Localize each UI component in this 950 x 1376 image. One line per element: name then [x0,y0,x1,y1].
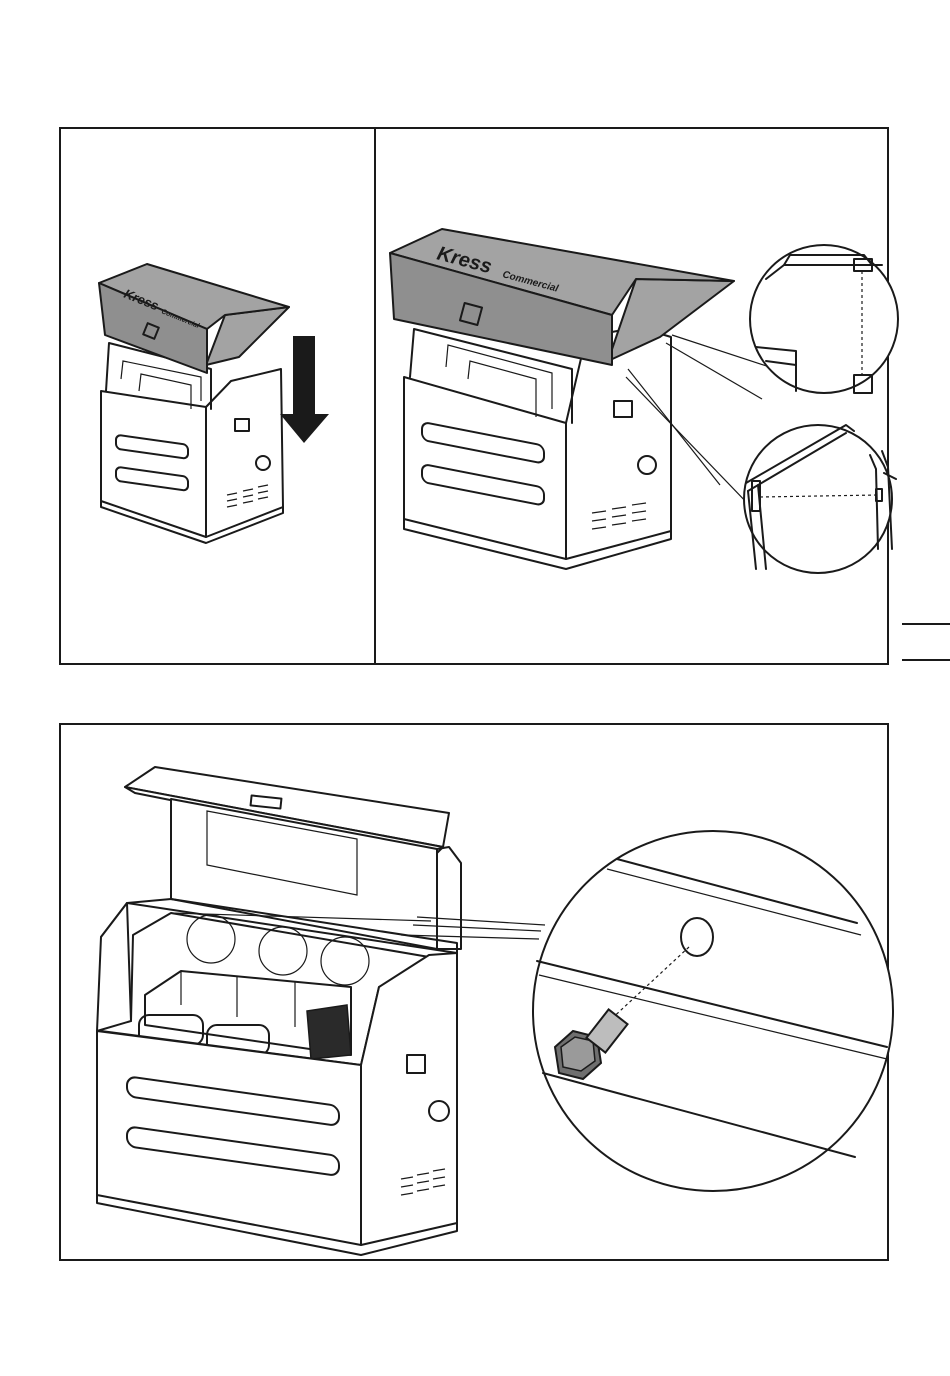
bolt-hole [681,918,713,956]
lid-hinge-illustration: Kress Commercial [376,129,889,667]
bolt-detail-circle [533,831,893,1191]
page-edge-tab-top [902,623,950,625]
page-edge-tab-bottom [902,659,950,661]
lid-lowering-illustration: Kress Commercial [61,129,374,667]
lid-bolt-illustration [61,725,887,1259]
top-figure-panel: Kress Commercial Kress [59,127,889,665]
bottom-figure-panel [59,723,889,1261]
latch-detail-circle [744,425,896,573]
hinge-detail-circle [750,245,898,393]
down-arrow-icon [280,336,329,443]
